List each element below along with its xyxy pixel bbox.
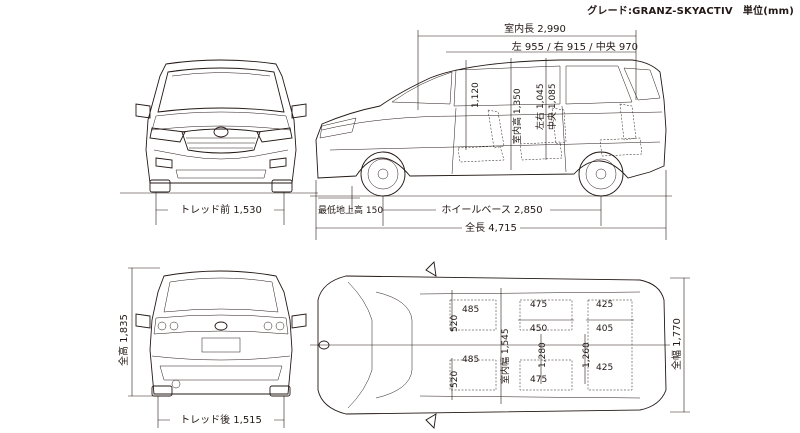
row2-475-top-label: 475 [530, 300, 547, 310]
mazda-emblem-icon [213, 126, 229, 138]
row3-1260-label: 1,260 [582, 342, 592, 368]
row2-1280-label: 1,280 [538, 342, 548, 368]
front-view-drawing [120, 59, 318, 194]
diagram-header: グレード:GRANZ-SKYACTIV 単位(mm) [577, 2, 794, 17]
unit-label: 単位(mm) [742, 6, 794, 17]
rear-dimensions: 全高 1,835 トレッド後 1,515 [117, 267, 285, 428]
tread-front-label: トレッド前 1,530 [180, 203, 262, 216]
rear-view-drawing [135, 270, 307, 397]
row1-485-top-label: 485 [462, 305, 479, 315]
overall-width-label: 全幅 1,770 [670, 318, 683, 370]
overall-height-label: 全高 1,835 [117, 314, 130, 366]
height-1120-label: 1,120 [471, 82, 481, 108]
row3-425-bot-label: 425 [596, 363, 613, 373]
side-dimensions: 室内長 2,990 左 955 / 右 915 / 中央 970 1,120 室… [315, 22, 667, 240]
side-view-drawing [310, 59, 672, 197]
top-dimensions: 全幅 1,770 室内幅 1,545 520 485 485 520 475 4… [450, 277, 690, 413]
tread-rear-label: トレッド後 1,515 [180, 413, 262, 426]
interior-width-label: 室内幅 1,545 [499, 328, 511, 384]
row3-405-label: 405 [596, 324, 613, 334]
row1-520-top-label: 520 [450, 315, 460, 332]
row1-520-bot-label: 520 [450, 371, 460, 388]
interior-height-label: 室内高 1,350 [511, 88, 523, 144]
ground-clearance-label: 最低地上高 150 [318, 204, 383, 216]
wheelbase-label: ホイールベース 2,850 [441, 204, 542, 216]
row1-485-bot-label: 485 [462, 355, 479, 365]
row3-425-top-label: 425 [596, 300, 613, 310]
grade-label: グレード:GRANZ-SKYACTIV [587, 6, 733, 17]
row2-475-bot-label: 475 [530, 375, 547, 385]
overall-length-label: 全長 4,715 [465, 221, 517, 234]
left-right-1045-label: 左右 1,045 [534, 83, 546, 130]
interior-length-label: 室内長 2,990 [504, 22, 566, 35]
row2-450-label: 450 [530, 324, 547, 334]
seat-widths-label: 左 955 / 右 915 / 中央 970 [512, 40, 638, 53]
center-1085-label: 中央 1,085 [546, 83, 558, 130]
tread-front-dimension: トレッド前 1,530 [155, 192, 285, 225]
top-view-drawing [310, 261, 672, 429]
